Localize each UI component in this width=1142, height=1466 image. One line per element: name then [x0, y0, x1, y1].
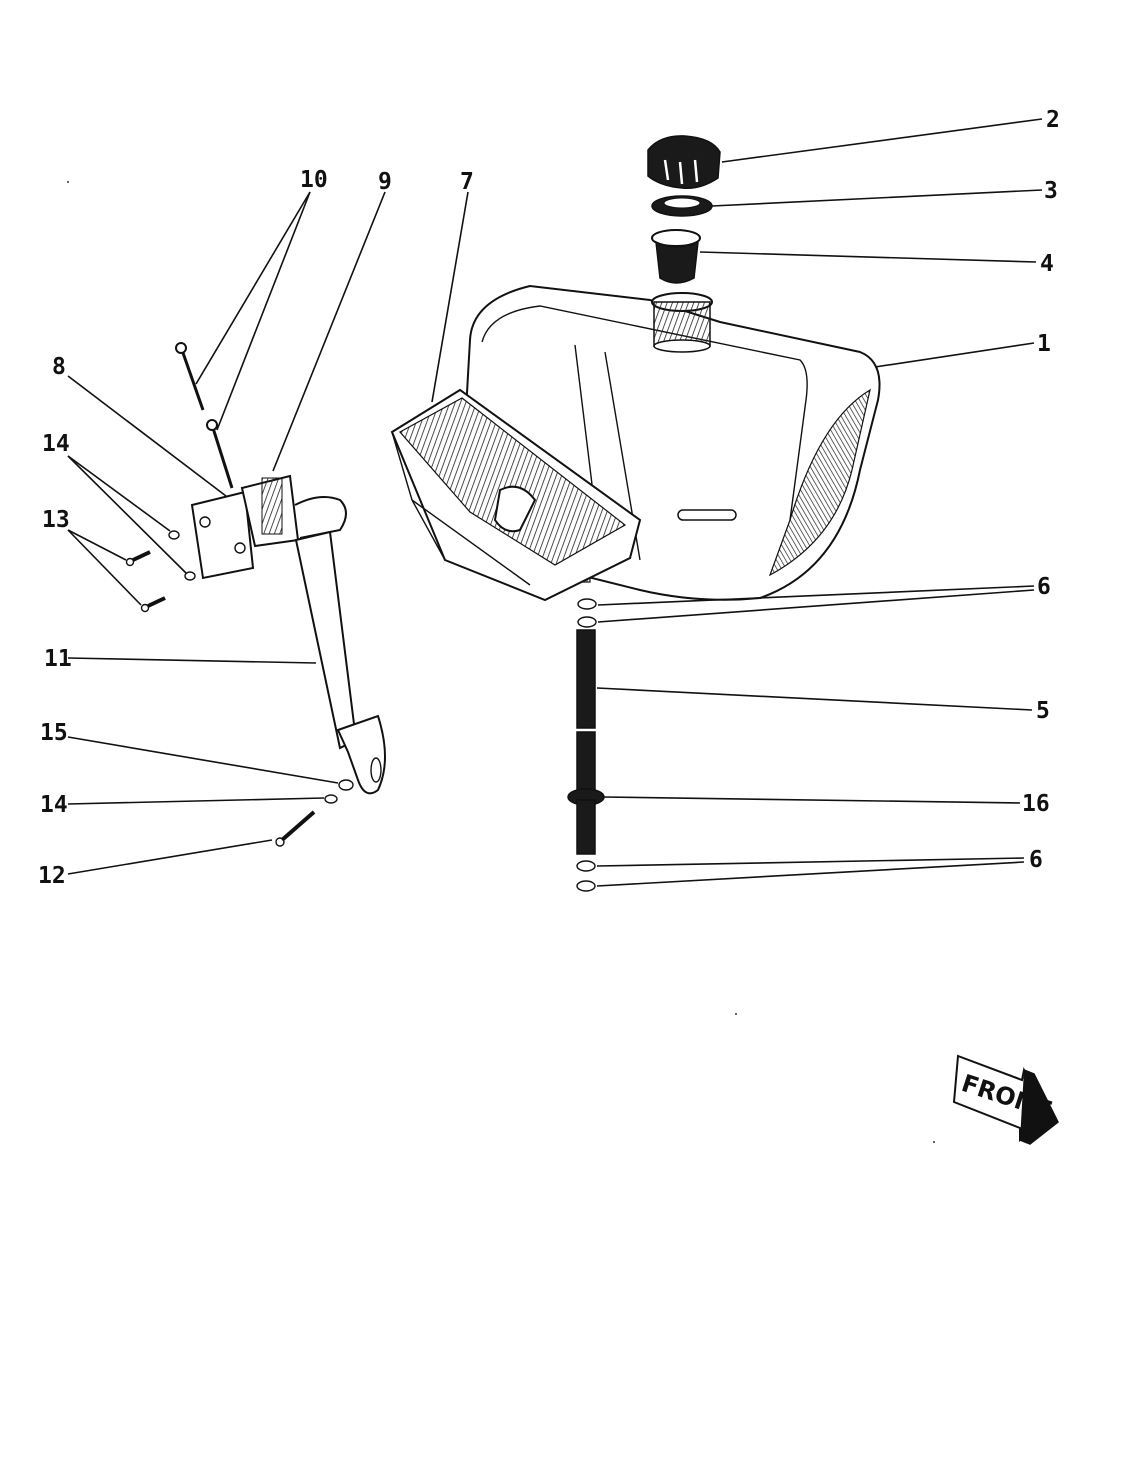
callout-3: 3: [1044, 178, 1058, 204]
callout-5: 5: [1036, 698, 1050, 724]
callout-9: 9: [378, 169, 392, 195]
callout-8: 8: [52, 354, 66, 380]
callout-15: 15: [40, 720, 68, 746]
cables: [175, 342, 234, 489]
callout-6-bottom: 6: [1029, 847, 1043, 873]
tool-tray: [390, 388, 642, 602]
filler-strainer: [651, 229, 701, 284]
callout-16: 16: [1022, 791, 1050, 817]
fasteners: [125, 530, 354, 847]
filler-cap: [647, 135, 721, 190]
bracket-assembly: [190, 474, 347, 580]
hose-grommet: [567, 788, 605, 855]
front-arrow: FRONT: [952, 1054, 1059, 1145]
tank-stay: [294, 530, 386, 795]
callout-2: 2: [1046, 107, 1060, 133]
callout-4: 4: [1040, 251, 1054, 277]
callout-14-top: 14: [42, 431, 70, 457]
callout-6-top: 6: [1037, 574, 1051, 600]
hose-clips: [576, 598, 597, 892]
cap-gasket: [651, 195, 713, 217]
callout-11: 11: [44, 646, 72, 672]
callout-labels: 1 2 3 4 5 6 6 7 8 9 10 11 12 13 14 14 15…: [38, 107, 1060, 889]
callout-12: 12: [38, 863, 66, 889]
callout-14-bottom: 14: [40, 792, 68, 818]
leader-lines: [67, 118, 1043, 887]
callout-7: 7: [460, 169, 474, 195]
callout-1: 1: [1037, 331, 1051, 357]
callout-13: 13: [42, 507, 70, 533]
fuel-hose: [576, 629, 596, 791]
callout-10: 10: [300, 167, 328, 193]
